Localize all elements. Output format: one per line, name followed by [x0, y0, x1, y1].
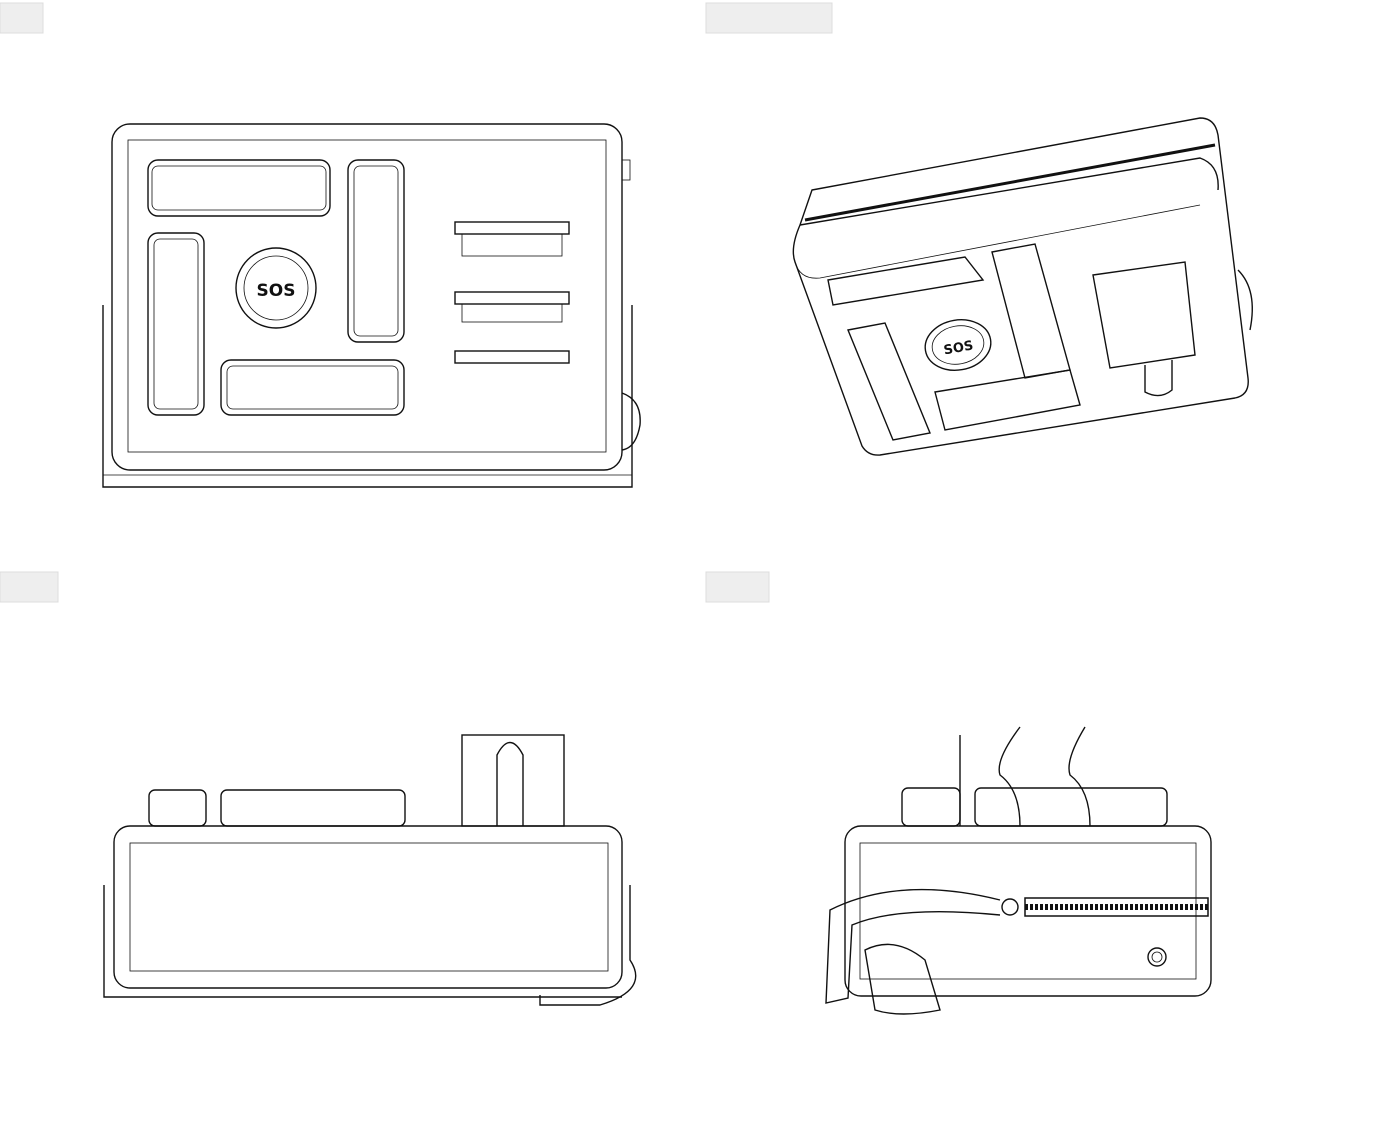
view-label-box — [705, 571, 770, 603]
sos-label: SOS — [257, 281, 296, 301]
sos-button — [235, 247, 317, 329]
side-view — [103, 734, 637, 1006]
view-label-box — [705, 2, 833, 34]
cable-side-view — [825, 726, 1212, 1015]
perspective-view — [792, 117, 1253, 456]
sos-label: SOS — [943, 338, 975, 358]
view-label-box — [0, 571, 59, 603]
view-label-box — [0, 2, 44, 34]
front-view — [102, 123, 641, 488]
